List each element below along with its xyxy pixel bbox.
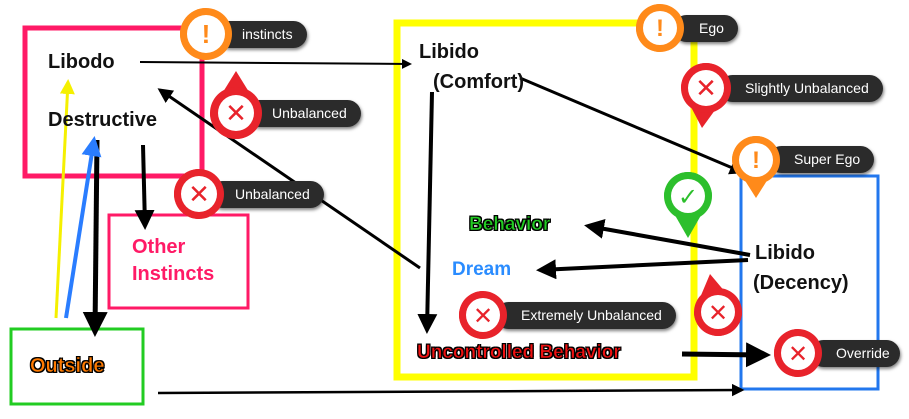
arrow-outside-to-destructive-blue <box>64 136 102 319</box>
exclamation-icon: ! <box>202 19 211 49</box>
node-libido-decency-line2: (Decency) <box>753 272 849 294</box>
tag-instincts: instincts <box>216 21 307 48</box>
node-destructive: Destructive <box>48 109 157 131</box>
x-icon: × <box>699 75 713 102</box>
x-icon: × <box>711 299 725 326</box>
check-icon: ✓ <box>679 185 697 210</box>
x-icon: × <box>476 302 490 329</box>
arrow-libido-comfort-to-uncontrolled <box>417 91 438 334</box>
node-other-instincts-line1: Other <box>132 236 186 258</box>
tag-ego: Ego <box>673 15 738 42</box>
tag-override: Override <box>810 340 900 367</box>
tag-unbalanced-1: Unbalanced <box>246 100 361 127</box>
tag-super-ego: Super Ego <box>768 146 875 173</box>
arrow-destructive-to-outside <box>82 139 108 337</box>
tag-extremely-unbalanced: Extremely Unbalanced <box>495 302 676 329</box>
node-libodo: Libodo <box>48 51 115 73</box>
tag-unbalanced-2: Unbalanced <box>209 181 324 208</box>
node-dream: Dream <box>452 259 512 280</box>
outside-box <box>9 327 145 406</box>
ok-badge-behavior: ✓ <box>664 172 712 238</box>
x-icon: × <box>229 100 243 127</box>
node-libido-comfort-line2: (Comfort) <box>433 71 525 93</box>
node-libido-decency-line1: Libido <box>755 242 815 264</box>
x-icon: × <box>791 340 805 367</box>
arrow-destructive-to-other-instincts <box>134 144 155 230</box>
node-libido-comfort-line1: Libido <box>419 41 479 63</box>
error-badge-decency: × <box>694 274 742 336</box>
arrow-uncontrolled-to-super-ego <box>681 342 771 368</box>
exclamation-icon: ! <box>752 147 760 174</box>
tag-slightly-unbalanced: Slightly Unbalanced <box>719 75 883 102</box>
node-other-instincts-line2: Instincts <box>132 263 215 285</box>
exclamation-icon: ! <box>656 15 664 42</box>
arrow-decency-to-dream <box>536 258 749 280</box>
node-uncontrolled-behavior: Uncontrolled Behavior <box>417 342 621 363</box>
arrow-libodo-to-libido-comfort <box>139 58 412 69</box>
node-behavior: Behavior <box>469 214 551 235</box>
arrow-libido-comfort-to-super-ego <box>519 76 745 175</box>
arrow-decency-to-behavior <box>584 218 751 257</box>
arrow-outside-to-libodo-yellow <box>54 79 75 319</box>
instincts-box <box>22 25 205 179</box>
node-outside: Outside <box>30 355 105 378</box>
x-icon: × <box>192 181 206 208</box>
super-ego-box <box>739 174 880 391</box>
other-instincts-box <box>107 213 250 310</box>
arrow-outside-to-super-ego <box>157 383 745 397</box>
arrow-libido-decency-to-libodo <box>157 88 421 270</box>
